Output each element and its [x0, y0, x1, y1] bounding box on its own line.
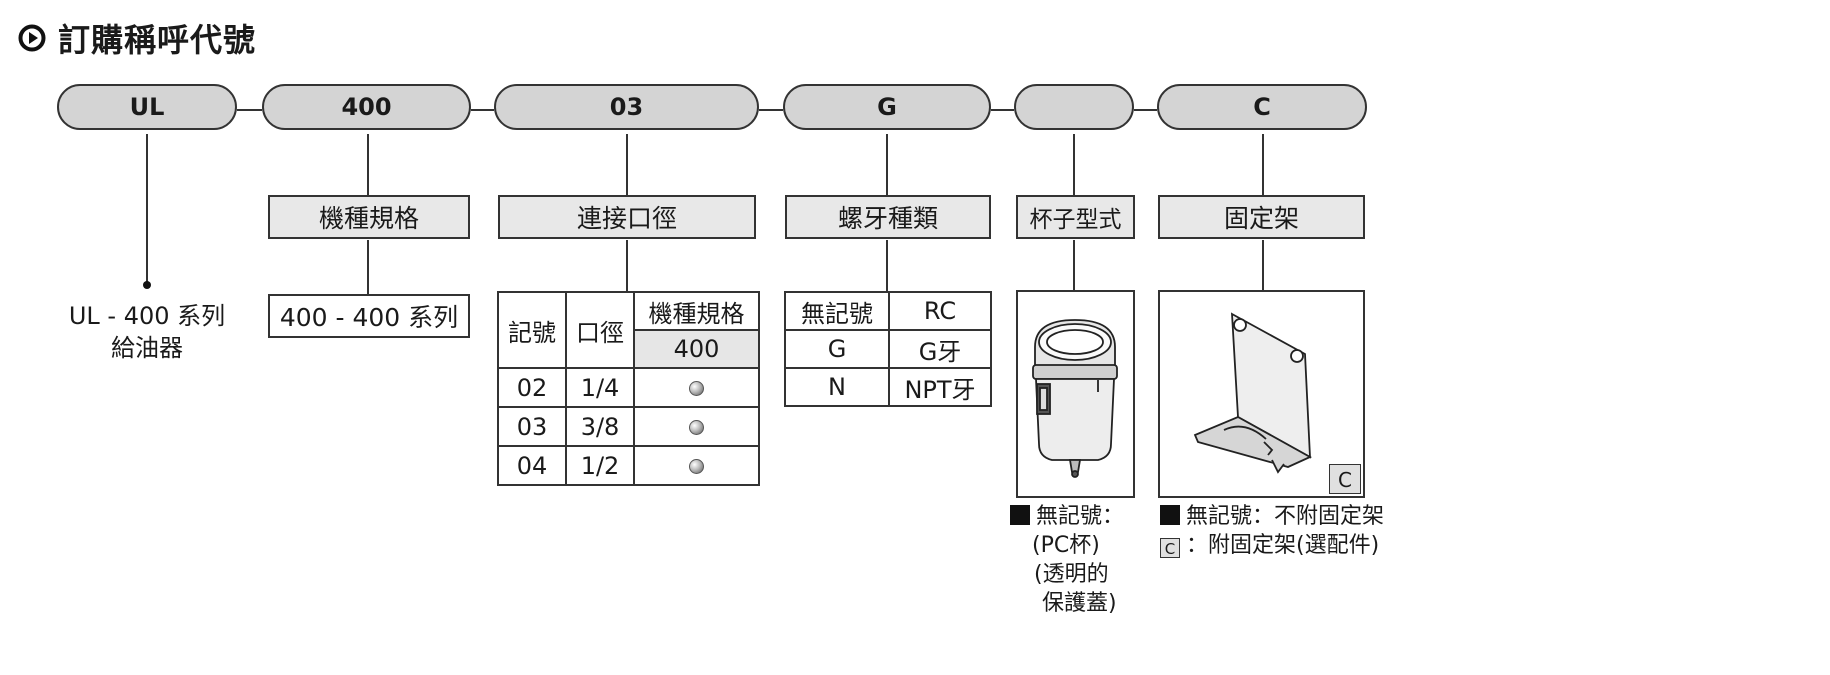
available-dot-icon — [689, 459, 704, 474]
page-title-row: 訂購稱呼代號 — [18, 16, 256, 60]
thread-type: NPT牙 — [888, 367, 992, 407]
available-dot-icon — [689, 420, 704, 435]
thread-code: N — [784, 367, 890, 407]
thread-code: 無記號 — [784, 291, 890, 331]
thread-code: G — [784, 329, 890, 369]
port-size: 1/4 — [565, 367, 635, 408]
port-col-size: 口徑 — [565, 291, 635, 369]
thread-type: RC — [888, 291, 992, 331]
code-pill-bowl — [1014, 84, 1134, 130]
bracket-legend-line: ：附固定架(選配件) — [1186, 533, 1380, 558]
port-size: 3/8 — [565, 406, 635, 447]
code-pill-port: 03 — [494, 84, 759, 130]
thread-type: G牙 — [888, 329, 992, 369]
bowl-header: 杯子型式 — [1016, 195, 1135, 239]
port-col-spec-sub: 400 — [633, 329, 760, 369]
thread-table: 無記號 RC G G牙 N NPT牙 — [784, 291, 992, 407]
bowl-legend: 無記號： (PC杯) (透明的 保護蓋) — [1010, 502, 1160, 618]
filled-square-icon — [1010, 505, 1030, 525]
page-title: 訂購稱呼代號 — [58, 21, 257, 59]
port-col-spec: 機種規格 — [633, 291, 760, 331]
port-header: 連接口徑 — [498, 195, 756, 239]
table-row: N NPT牙 — [784, 367, 992, 407]
product-line1: UL - 400 系列 — [68, 302, 226, 330]
port-col-code: 記號 — [497, 291, 567, 369]
code-pill-series: 400 — [262, 84, 471, 130]
code-pill-thread: G — [783, 84, 991, 130]
port-code: 02 — [497, 367, 567, 408]
thread-header: 螺牙種類 — [785, 195, 991, 239]
filled-square-icon — [1160, 505, 1180, 525]
code-pill-model: UL — [57, 84, 237, 130]
table-row: G G牙 — [784, 329, 992, 369]
bracket-header: 固定架 — [1158, 195, 1365, 239]
table-row: 03 3/8 — [497, 406, 760, 447]
port-size: 1/2 — [565, 445, 635, 486]
port-code: 03 — [497, 406, 567, 447]
bowl-image-box — [1016, 290, 1135, 498]
product-description: UL - 400 系列 給油器 — [57, 300, 237, 364]
table-row: 無記號 RC — [784, 291, 992, 331]
code-pill-bracket: C — [1157, 84, 1367, 130]
availability-cell — [633, 406, 760, 447]
bracket-image-box: C — [1158, 290, 1365, 498]
bracket-legend-line: 無記號：不附固定架 — [1186, 504, 1385, 529]
available-dot-icon — [689, 381, 704, 396]
bowl-legend-line: 保護蓋) — [1042, 591, 1117, 616]
port-code: 04 — [497, 445, 567, 486]
bowl-legend-line: (透明的 — [1034, 562, 1109, 587]
bowl-legend-line: 無記號： — [1036, 504, 1125, 529]
bowl-legend-line: (PC杯) — [1032, 533, 1100, 558]
series-value: 400 - 400 系列 — [268, 294, 470, 338]
series-header: 機種規格 — [268, 195, 470, 239]
availability-cell — [633, 367, 760, 408]
play-circle-icon — [18, 24, 46, 52]
bracket-legend: 無記號：不附固定架 C ：附固定架(選配件) — [1160, 502, 1460, 560]
table-row: 04 1/2 — [497, 445, 760, 486]
bracket-illustration-icon — [1193, 312, 1312, 474]
bowl-illustration-icon — [1032, 319, 1118, 478]
c-box-icon: C — [1160, 538, 1180, 558]
product-line2: 給油器 — [111, 334, 183, 362]
table-row: 02 1/4 — [497, 367, 760, 408]
bracket-corner-label: C — [1329, 464, 1361, 494]
availability-cell — [633, 445, 760, 486]
port-table: 記號 口徑 機種規格 400 02 1/4 03 3/8 04 1/2 — [497, 291, 760, 486]
